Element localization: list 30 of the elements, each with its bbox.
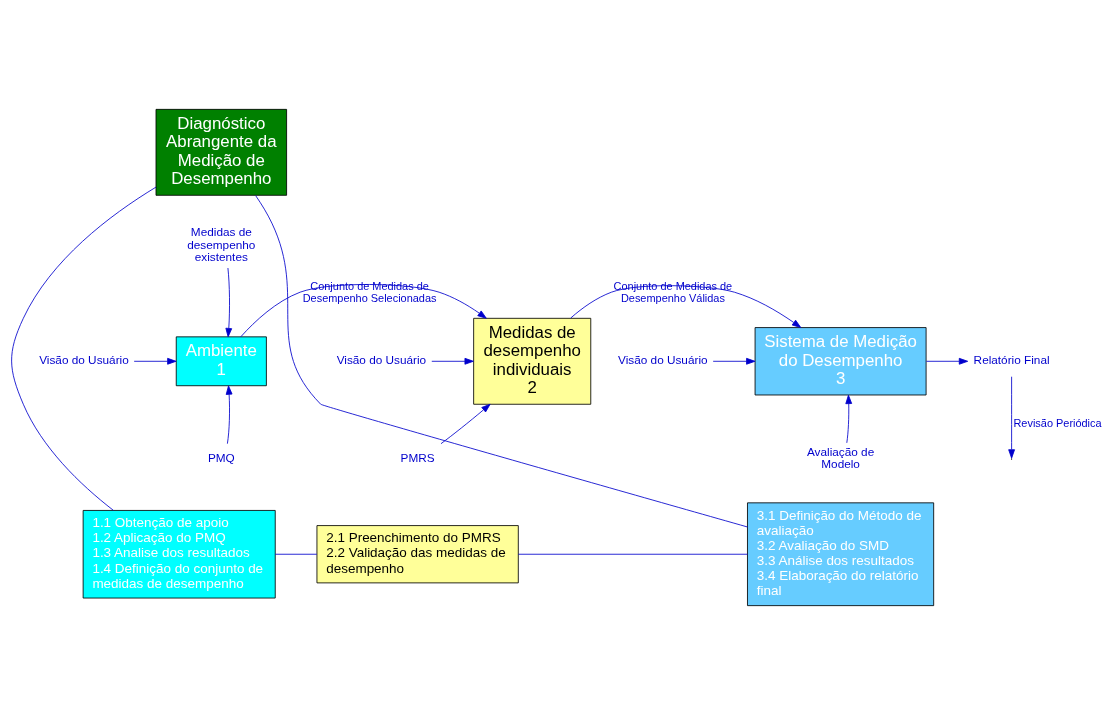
connector: [518, 553, 748, 555]
node-box: 2.1 Preenchimento do PMRS 2.2 Validação das medidas de desempenho: [316, 525, 519, 584]
node-box: Diagnóstico Abrangente da Medição de Desempenho: [155, 108, 288, 196]
connector: [11, 186, 157, 511]
node-text: PMQ: [207, 451, 235, 465]
arrow: [570, 285, 802, 328]
node-box: 1.1 Obtenção de apoio 1.2 Aplicação do PMQ 1.3 Analise dos resultados 1.4 Definição do conjunto de medidas de desempenho: [82, 510, 276, 599]
node-box: Sistema de Medição do Desempenho 3: [754, 327, 927, 396]
edge-label: Revisão Periódica: [1013, 416, 1102, 429]
node-text: Avaliação de Modelo: [806, 444, 875, 471]
node-text: PMRS: [400, 451, 435, 465]
arrow: [712, 357, 756, 365]
node-box: Medidas de desempenho individuais 2: [473, 317, 592, 405]
arrow: [133, 357, 177, 365]
node-text: Visão do Usuário: [39, 353, 129, 367]
arrow: [240, 284, 487, 338]
node-text: Relatório Final: [973, 353, 1050, 367]
arrow: [845, 394, 853, 444]
node-text: Visão do Usuário: [618, 353, 708, 367]
connector: [274, 553, 318, 555]
arrow: [225, 267, 233, 338]
node-text: Medidas de desempenho existentes: [187, 224, 256, 264]
node-box: 3.1 Definição do Método de avaliação 3.2 Avaliação do SMD 3.3 Análise dos resultados 3.4 Elaboração do relatório final: [747, 502, 935, 607]
arrow: [225, 385, 233, 445]
node-text: Visão do Usuário: [336, 353, 427, 367]
arrow: [926, 357, 969, 365]
connector: [255, 195, 748, 528]
arrow: [431, 357, 474, 365]
node-box: Ambiente 1: [175, 336, 267, 387]
arrow: [440, 403, 491, 445]
